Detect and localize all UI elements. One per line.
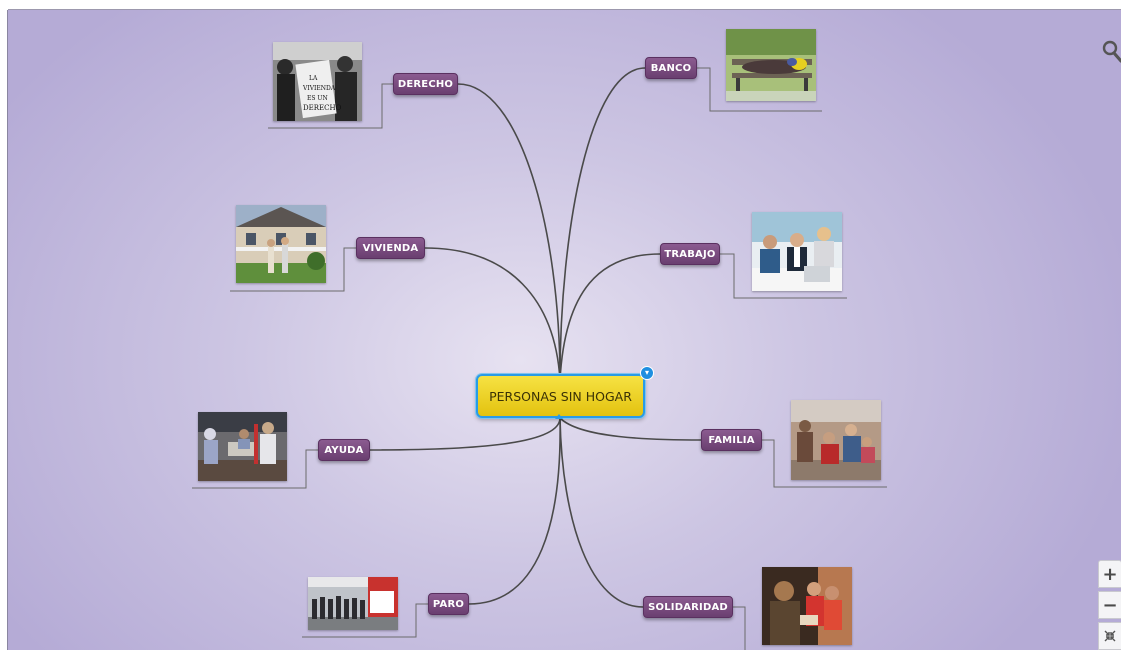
link-trabajo	[559, 253, 661, 381]
person-sleeping-bench-photo-icon[interactable]	[726, 29, 816, 101]
underline-vivienda	[230, 247, 356, 292]
family-street-photo-icon[interactable]	[791, 400, 881, 480]
link-solidaridad	[559, 417, 644, 608]
link-familia	[559, 417, 702, 441]
central-topic-label: PERSONAS SIN HOGAR	[489, 388, 632, 404]
fit-icon	[1104, 630, 1116, 642]
collapse-toggle-icon[interactable]: ▾	[640, 366, 654, 380]
central-topic-pointer	[555, 414, 563, 419]
link-derecho	[457, 83, 561, 381]
zoom-in-label: +	[1102, 563, 1118, 585]
left-border	[0, 0, 8, 650]
branch-node-paro[interactable]: PARO	[428, 593, 469, 615]
branch-label-ayuda: AYUDA	[324, 444, 364, 456]
underline-paro	[302, 603, 428, 638]
branch-node-familia[interactable]: FAMILIA	[701, 429, 762, 451]
left-border-line	[7, 10, 8, 650]
volunteers-helping-photo-icon[interactable]	[762, 567, 852, 645]
branch-node-trabajo[interactable]: TRABAJO	[660, 243, 720, 265]
branch-node-derecho[interactable]: DERECHO	[393, 73, 458, 95]
branch-node-vivienda[interactable]: VIVIENDA	[356, 237, 425, 259]
top-border	[0, 0, 1132, 10]
zoom-out-button[interactable]: −	[1098, 591, 1122, 619]
underline-banco	[697, 67, 822, 112]
link-banco	[559, 67, 646, 381]
branch-label-derecho: DERECHO	[397, 78, 454, 90]
branch-label-trabajo: TRABAJO	[664, 248, 716, 260]
volunteers-table-photo-icon[interactable]	[198, 412, 287, 481]
branch-label-banco: BANCO	[650, 62, 692, 74]
protest-sign-photo-icon[interactable]: LA VIVIENDA ES UN DERECHO	[273, 42, 362, 121]
link-ayuda	[369, 417, 561, 451]
underline-trabajo	[720, 253, 847, 299]
branch-label-vivienda: VIVIENDA	[362, 242, 419, 254]
zoom-in-button[interactable]: +	[1098, 560, 1122, 588]
link-vivienda	[424, 247, 561, 381]
svg-text:ES UN: ES UN	[307, 95, 328, 102]
branch-node-solidaridad[interactable]: SOLIDARIDAD	[643, 596, 733, 618]
unemployment-queue-photo-icon[interactable]	[308, 577, 398, 630]
right-border	[1121, 0, 1132, 650]
branch-node-ayuda[interactable]: AYUDA	[318, 439, 370, 461]
office-workers-photo-icon[interactable]	[752, 212, 842, 291]
underline-solidaridad	[733, 606, 746, 650]
branch-node-banco[interactable]: BANCO	[645, 57, 697, 79]
svg-text:DERECHO: DERECHO	[303, 104, 342, 112]
house-photo-icon[interactable]	[236, 205, 326, 283]
underline-derecho	[268, 83, 393, 129]
link-paro	[468, 417, 561, 605]
underline-familia	[762, 439, 887, 488]
top-border-line	[7, 9, 1122, 10]
svg-text:LA: LA	[309, 75, 318, 82]
branch-label-solidaridad: SOLIDARIDAD	[648, 601, 728, 613]
branch-label-paro: PARO	[432, 598, 465, 610]
fit-to-screen-button[interactable]	[1098, 622, 1122, 650]
svg-text:VIVIENDA: VIVIENDA	[302, 85, 336, 92]
zoom-out-label: −	[1102, 594, 1118, 616]
central-topic[interactable]: PERSONAS SIN HOGAR	[476, 374, 645, 418]
underline-ayuda	[192, 449, 318, 489]
search-icon[interactable]	[1102, 40, 1124, 64]
branch-label-familia: FAMILIA	[708, 434, 755, 446]
